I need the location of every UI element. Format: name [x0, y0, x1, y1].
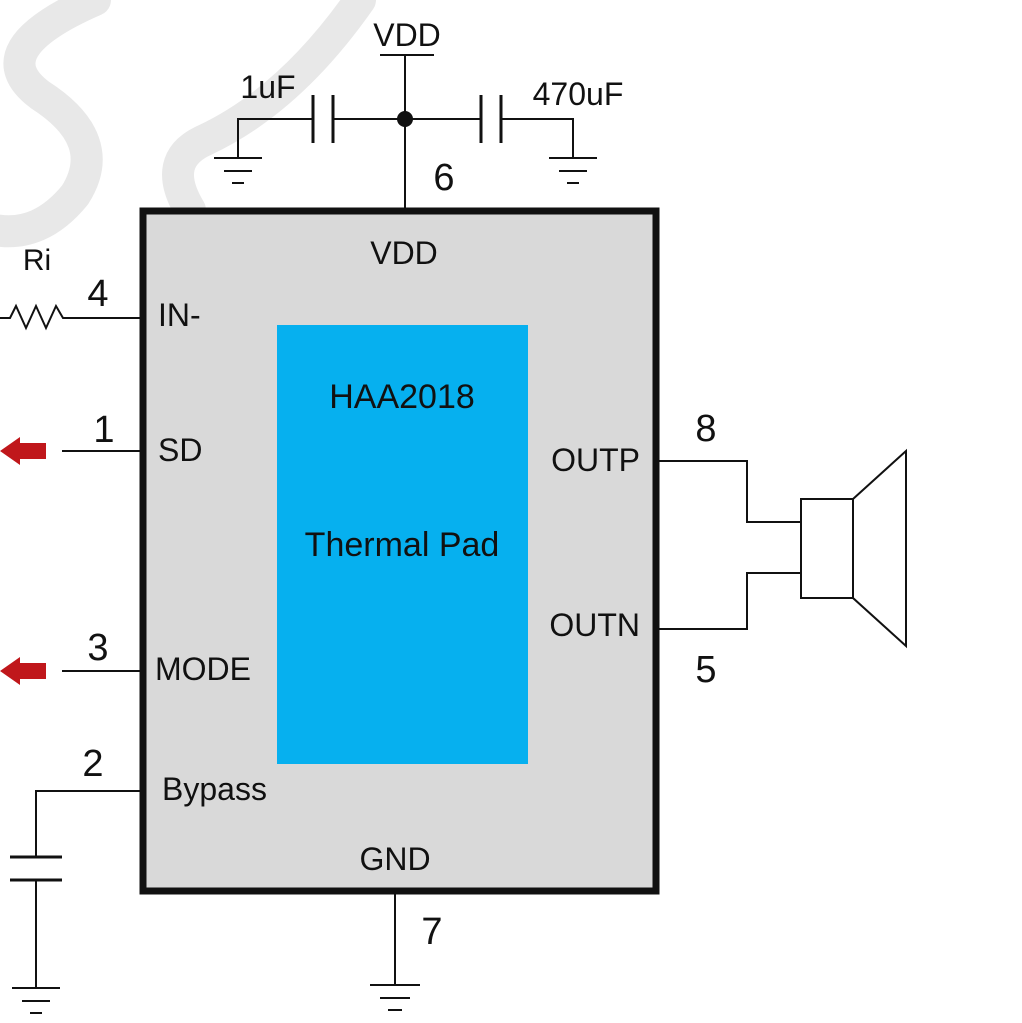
ground-symbol-gnd — [370, 984, 420, 1011]
cap-1uf-wire-left — [237, 118, 313, 158]
thermal-pad — [277, 325, 528, 764]
pin-label-bypass: Bypass — [162, 771, 267, 807]
cap-470uf-wire-right — [501, 118, 574, 158]
pin-number-4: 4 — [87, 273, 108, 315]
pin-label-outn: OUTN — [549, 607, 640, 643]
pin-number-5: 5 — [695, 649, 716, 691]
outp-wire — [656, 460, 801, 523]
ground-symbol-1uf — [214, 157, 262, 184]
supply-label: VDD — [373, 17, 441, 53]
ground-symbol-bypass — [12, 987, 60, 1014]
pin-label-vdd: VDD — [370, 235, 438, 271]
watermark — [0, 0, 376, 248]
pin-label-gnd: GND — [359, 841, 430, 877]
ground-symbol-470uf — [549, 157, 597, 184]
pin-number-6: 6 — [433, 157, 454, 199]
pin-label-in-minus: IN- — [158, 297, 201, 333]
cap-1uf-label: 1uF — [240, 69, 295, 105]
pin-label-mode: MODE — [155, 651, 251, 687]
pin-label-sd: SD — [158, 432, 202, 468]
outn-wire — [656, 572, 801, 630]
chip-name: HAA2018 — [329, 378, 475, 416]
pin-label-outp: OUTP — [551, 442, 640, 478]
pin-number-3: 3 — [87, 627, 108, 669]
mode-input-arrow-icon — [0, 657, 46, 685]
pin-number-1: 1 — [93, 409, 114, 451]
bypass-wire — [35, 790, 143, 857]
pin-number-2: 2 — [82, 743, 103, 785]
speaker-icon — [800, 448, 907, 649]
pin-number-8: 8 — [695, 408, 716, 450]
resistor-label: Ri — [23, 244, 51, 277]
pin-number-7: 7 — [421, 911, 442, 953]
thermal-pad-label: Thermal Pad — [305, 526, 500, 564]
cap-470uf-label: 470uF — [533, 76, 624, 112]
resistor-ri — [0, 303, 143, 331]
sd-input-arrow-icon — [0, 437, 46, 465]
